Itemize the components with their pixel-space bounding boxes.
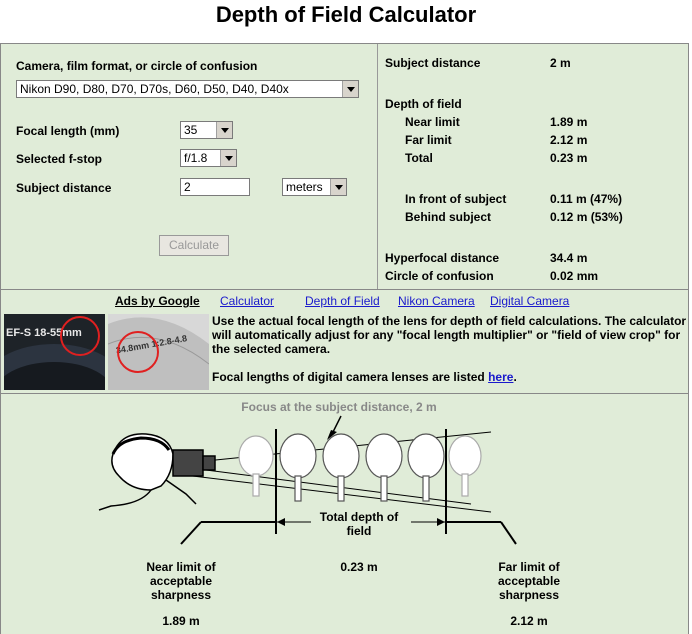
hyperfocal-label: Hyperfocal distance	[385, 251, 500, 265]
far-limit-diagram-label: Far limit of acceptable sharpness	[497, 560, 561, 602]
total-dof-value: 0.23 m	[340, 560, 378, 574]
chevron-down-icon[interactable]	[216, 122, 232, 138]
page-title: Depth of Field Calculator	[215, 2, 477, 27]
unit-select[interactable]: meters	[282, 178, 347, 196]
lens-list-text: Focal lengths of digital camera lenses a…	[212, 370, 489, 384]
ad-link-calculator[interactable]: Calculator	[220, 294, 275, 308]
near-limit-diagram-value: 1.89 m	[162, 614, 200, 628]
ad-link-depth-of-field[interactable]: Depth of Field	[305, 294, 380, 308]
focal-length-info: Use the actual focal length of the lens …	[212, 314, 687, 384]
result-subject-distance-label: Subject distance	[385, 56, 481, 70]
near-limit-diagram-label: Near limit of acceptable sharpness	[146, 560, 216, 602]
unit-value: meters	[286, 180, 323, 194]
behind-label: Behind subject	[405, 210, 492, 224]
total-value: 0.23 m	[550, 151, 588, 165]
calculate-button[interactable]: Calculate	[159, 235, 229, 256]
ads-by-google-link[interactable]: Ads by Google	[115, 294, 200, 308]
fstop-value: f/1.8	[184, 151, 208, 165]
info-paragraph: Use the actual focal length of the lens …	[212, 314, 687, 356]
camera-label: Camera, film format, or circle of confus…	[16, 59, 258, 73]
focal-length-label: Focal length (mm)	[16, 124, 120, 138]
behind-value: 0.12 m (53%)	[550, 210, 623, 224]
chevron-down-icon[interactable]	[220, 150, 236, 166]
focal-length-select[interactable]: 35	[180, 121, 233, 139]
ad-link-digital-camera[interactable]: Digital Camera	[490, 294, 570, 308]
near-limit-label: Near limit	[405, 115, 460, 129]
lens-list-suffix: .	[513, 370, 517, 384]
info-panel: EF-S 18-55mm 34.8mm 1:2.8-4.8 Use the ac…	[0, 312, 689, 394]
focus-caption: Focus at the subject distance, 2 m	[241, 400, 437, 414]
dof-illustration	[98, 415, 517, 545]
ads-bar: Ads by Google Calculator Depth of Field …	[0, 290, 689, 312]
far-limit-label: Far limit	[405, 133, 452, 147]
in-front-label: In front of subject	[405, 192, 507, 206]
in-front-value: 0.11 m (47%)	[550, 192, 623, 206]
total-dof-label: Total depth of field	[319, 510, 399, 538]
fstop-select[interactable]: f/1.8	[180, 149, 237, 167]
far-limit-diagram-value: 2.12 m	[510, 614, 548, 628]
subject-distance-input[interactable]: 2	[180, 178, 250, 196]
panel-divider	[377, 44, 378, 289]
fstop-label: Selected f-stop	[16, 152, 103, 166]
dof-diagram: Focus at the subject distance, 2 m	[0, 394, 689, 634]
camera-select[interactable]: Nikon D90, D80, D70, D70s, D60, D50, D40…	[16, 80, 359, 98]
total-label: Total	[405, 151, 433, 165]
focal-length-value: 35	[184, 123, 198, 137]
here-link[interactable]: here	[488, 370, 514, 384]
result-subject-distance-value: 2 m	[550, 56, 571, 70]
chevron-down-icon[interactable]	[342, 81, 358, 97]
lens-photo-2: 34.8mm 1:2.8-4.8	[108, 314, 209, 390]
far-limit-value: 2.12 m	[550, 133, 588, 147]
ad-link-nikon-camera[interactable]: Nikon Camera	[398, 294, 475, 308]
coc-value: 0.02 mm	[550, 269, 599, 283]
dof-label: Depth of field	[385, 97, 462, 111]
lens1-label: EF-S 18-55mm	[6, 327, 82, 339]
calculator-panel: Camera, film format, or circle of confus…	[0, 43, 689, 290]
lens-photo-1: EF-S 18-55mm	[4, 314, 105, 390]
near-limit-value: 1.89 m	[550, 115, 588, 129]
subject-distance-label: Subject distance	[16, 181, 112, 195]
coc-label: Circle of confusion	[385, 269, 494, 283]
camera-select-value: Nikon D90, D80, D70, D70s, D60, D50, D40…	[20, 82, 289, 96]
lens-list-line: Focal lengths of digital camera lenses a…	[212, 370, 687, 384]
chevron-down-icon[interactable]	[330, 179, 346, 195]
hyperfocal-value: 34.4 m	[550, 251, 588, 265]
